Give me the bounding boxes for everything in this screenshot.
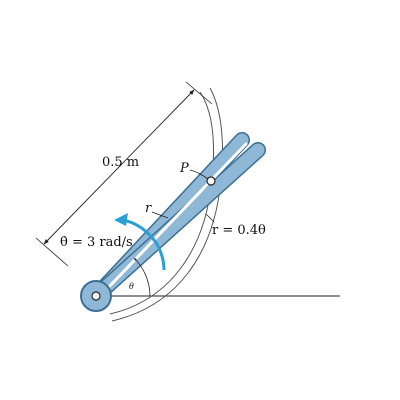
p-leader	[189, 169, 209, 180]
angular-velocity-arrow-tail	[156, 245, 166, 271]
radius-leader	[151, 211, 169, 219]
angular-velocity-arrowhead	[114, 213, 128, 226]
dimension-extension-bottom	[35, 237, 69, 267]
spiral-path-curve-inner	[111, 87, 223, 322]
length-label: 0.5 m	[102, 155, 139, 170]
pivot-pin	[91, 291, 101, 301]
theta-label: θ	[129, 282, 134, 291]
peg-p	[206, 176, 216, 186]
dimension-line	[43, 89, 195, 245]
angular-velocity-label: θ̇ = 3 rad/s	[60, 235, 133, 250]
theta-arc	[133, 257, 151, 297]
path-label-leader	[205, 213, 215, 223]
dimension-extension-top	[185, 81, 213, 105]
path-equation-label: r = 0.4θ	[212, 223, 266, 238]
radius-label: r	[145, 201, 152, 216]
point-label: P	[179, 161, 189, 176]
